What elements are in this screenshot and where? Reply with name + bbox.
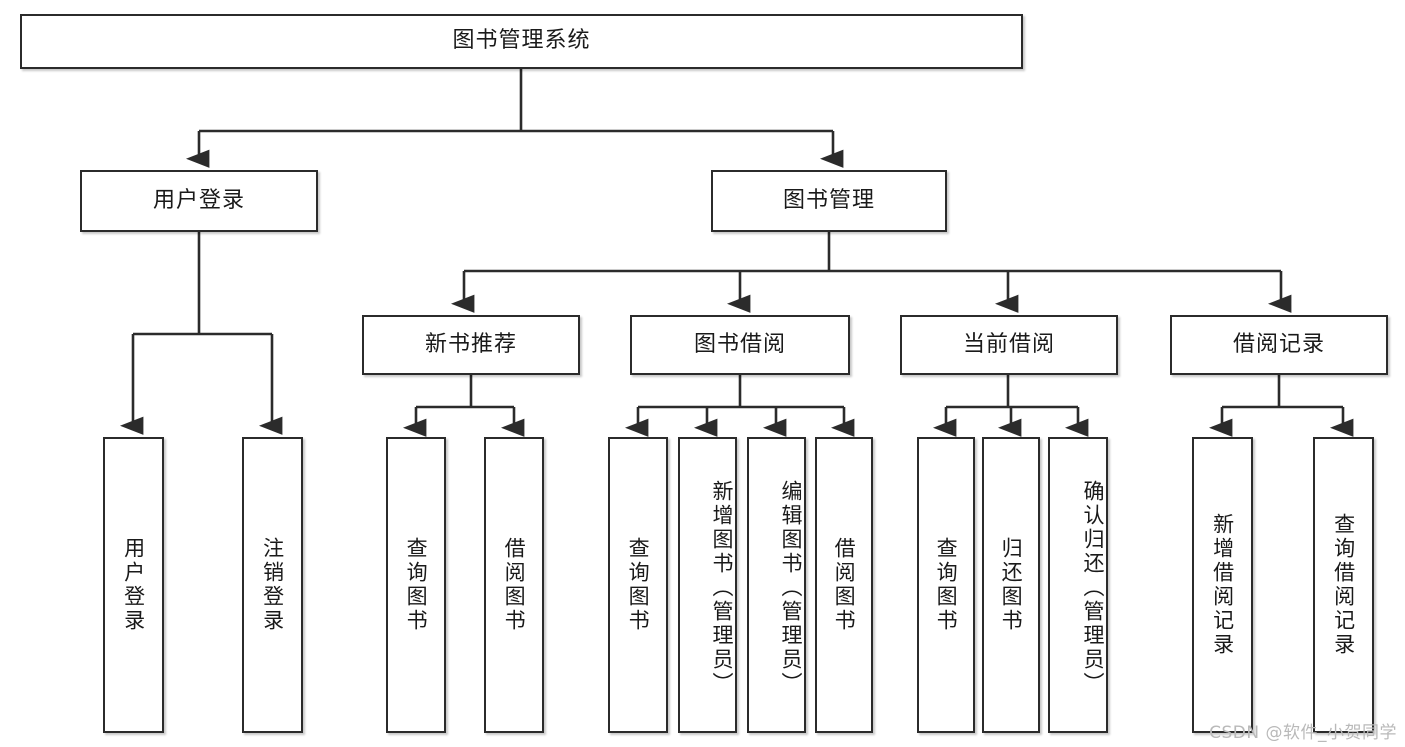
node-leaf-rec-add-record-label: 新增借阅记录 bbox=[1210, 513, 1235, 657]
node-leaf-rec-query-book[interactable]: 查询图书 bbox=[386, 437, 446, 733]
node-leaf-user-logout[interactable]: 注销登录 bbox=[242, 437, 303, 733]
node-leaf-cur-query-book[interactable]: 查询图书 bbox=[917, 437, 975, 733]
node-leaf-cur-confirm-return-label: 确认归还（管理员） bbox=[1081, 480, 1105, 696]
node-leaf-rec-query-record-label: 查询借阅记录 bbox=[1331, 513, 1356, 657]
node-leaf-rec-add-record[interactable]: 新增借阅记录 bbox=[1192, 437, 1253, 733]
node-book-borrow-label: 图书借阅 bbox=[693, 331, 786, 357]
node-leaf-rec-query-record[interactable]: 查询借阅记录 bbox=[1313, 437, 1374, 733]
node-leaf-rec-query-book-label: 查询图书 bbox=[404, 537, 429, 633]
node-borrow-record[interactable]: 借阅记录 bbox=[1170, 315, 1388, 375]
node-leaf-borrow-query-book[interactable]: 查询图书 bbox=[608, 437, 668, 733]
node-current-borrow-label: 当前借阅 bbox=[962, 331, 1055, 357]
node-new-book-rec-label: 新书推荐 bbox=[424, 331, 517, 357]
node-leaf-rec-borrow-book[interactable]: 借阅图书 bbox=[484, 437, 544, 733]
node-current-borrow[interactable]: 当前借阅 bbox=[900, 315, 1118, 375]
node-borrow-record-label: 借阅记录 bbox=[1232, 331, 1325, 357]
node-leaf-cur-return-book[interactable]: 归还图书 bbox=[982, 437, 1040, 733]
node-book-manage-label: 图书管理 bbox=[782, 187, 875, 213]
node-leaf-borrow-add-book-label: 新增图书（管理员） bbox=[710, 480, 734, 696]
node-leaf-borrow-borrow-book-label: 借阅图书 bbox=[832, 537, 857, 633]
node-user-login-label: 用户登录 bbox=[152, 187, 245, 213]
watermark: CSDN @软件_小贺同学 bbox=[1209, 723, 1397, 743]
node-leaf-user-login-label: 用户登录 bbox=[121, 537, 146, 633]
node-leaf-cur-return-book-label: 归还图书 bbox=[999, 537, 1024, 633]
node-book-borrow[interactable]: 图书借阅 bbox=[630, 315, 850, 375]
node-leaf-borrow-edit-book[interactable]: 编辑图书（管理员） bbox=[747, 437, 806, 733]
node-leaf-borrow-query-book-label: 查询图书 bbox=[626, 537, 651, 633]
node-leaf-rec-borrow-book-label: 借阅图书 bbox=[502, 537, 527, 633]
node-new-book-rec[interactable]: 新书推荐 bbox=[362, 315, 580, 375]
node-book-manage[interactable]: 图书管理 bbox=[711, 170, 947, 232]
node-root[interactable]: 图书管理系统 bbox=[20, 14, 1023, 69]
node-leaf-user-logout-label: 注销登录 bbox=[260, 537, 285, 633]
node-leaf-cur-confirm-return[interactable]: 确认归还（管理员） bbox=[1048, 437, 1108, 733]
node-leaf-borrow-edit-book-label: 编辑图书（管理员） bbox=[779, 480, 803, 696]
node-leaf-user-login[interactable]: 用户登录 bbox=[103, 437, 164, 733]
node-leaf-borrow-borrow-book[interactable]: 借阅图书 bbox=[815, 437, 873, 733]
node-leaf-cur-query-book-label: 查询图书 bbox=[934, 537, 959, 633]
node-root-label: 图书管理系统 bbox=[452, 28, 591, 54]
node-user-login[interactable]: 用户登录 bbox=[80, 170, 318, 232]
node-leaf-borrow-add-book[interactable]: 新增图书（管理员） bbox=[678, 437, 737, 733]
